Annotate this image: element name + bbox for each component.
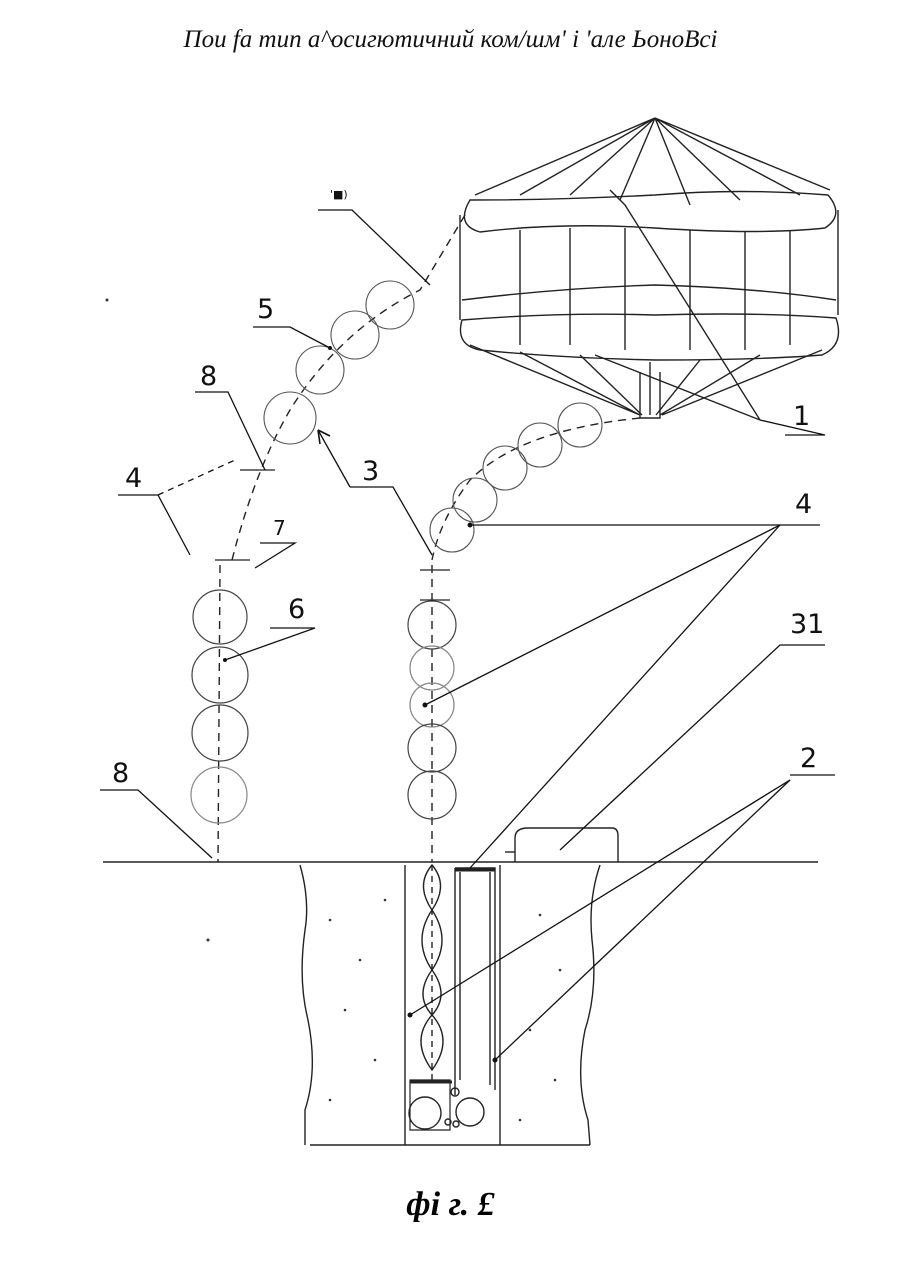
underground-shaft xyxy=(300,865,600,1145)
label-31: 31 xyxy=(790,609,824,640)
ground-vehicle xyxy=(515,828,618,862)
soil-texture xyxy=(106,299,562,1122)
tether-right-arc xyxy=(432,418,640,560)
label-6: 6 xyxy=(288,594,305,625)
label-8-upper: 8 xyxy=(200,361,217,392)
label-1: 1 xyxy=(793,401,810,432)
label-8-lower: 8 xyxy=(112,758,129,789)
balloon-envelope xyxy=(460,118,839,420)
label-3: 3 xyxy=(362,456,379,487)
buoy-chain-arc xyxy=(430,403,602,552)
left-column-line xyxy=(218,565,220,862)
label-5: 5 xyxy=(257,294,274,325)
label-4-left: 4 xyxy=(125,463,142,494)
label-2: 2 xyxy=(800,743,817,774)
label-mark: '■) xyxy=(330,188,348,201)
label-4-right: 4 xyxy=(795,489,812,520)
figure-caption: фі г. £ xyxy=(0,1186,901,1224)
tether-left-upper xyxy=(232,215,465,560)
leader-lines xyxy=(100,210,835,1060)
label-7: 7 xyxy=(273,516,286,540)
